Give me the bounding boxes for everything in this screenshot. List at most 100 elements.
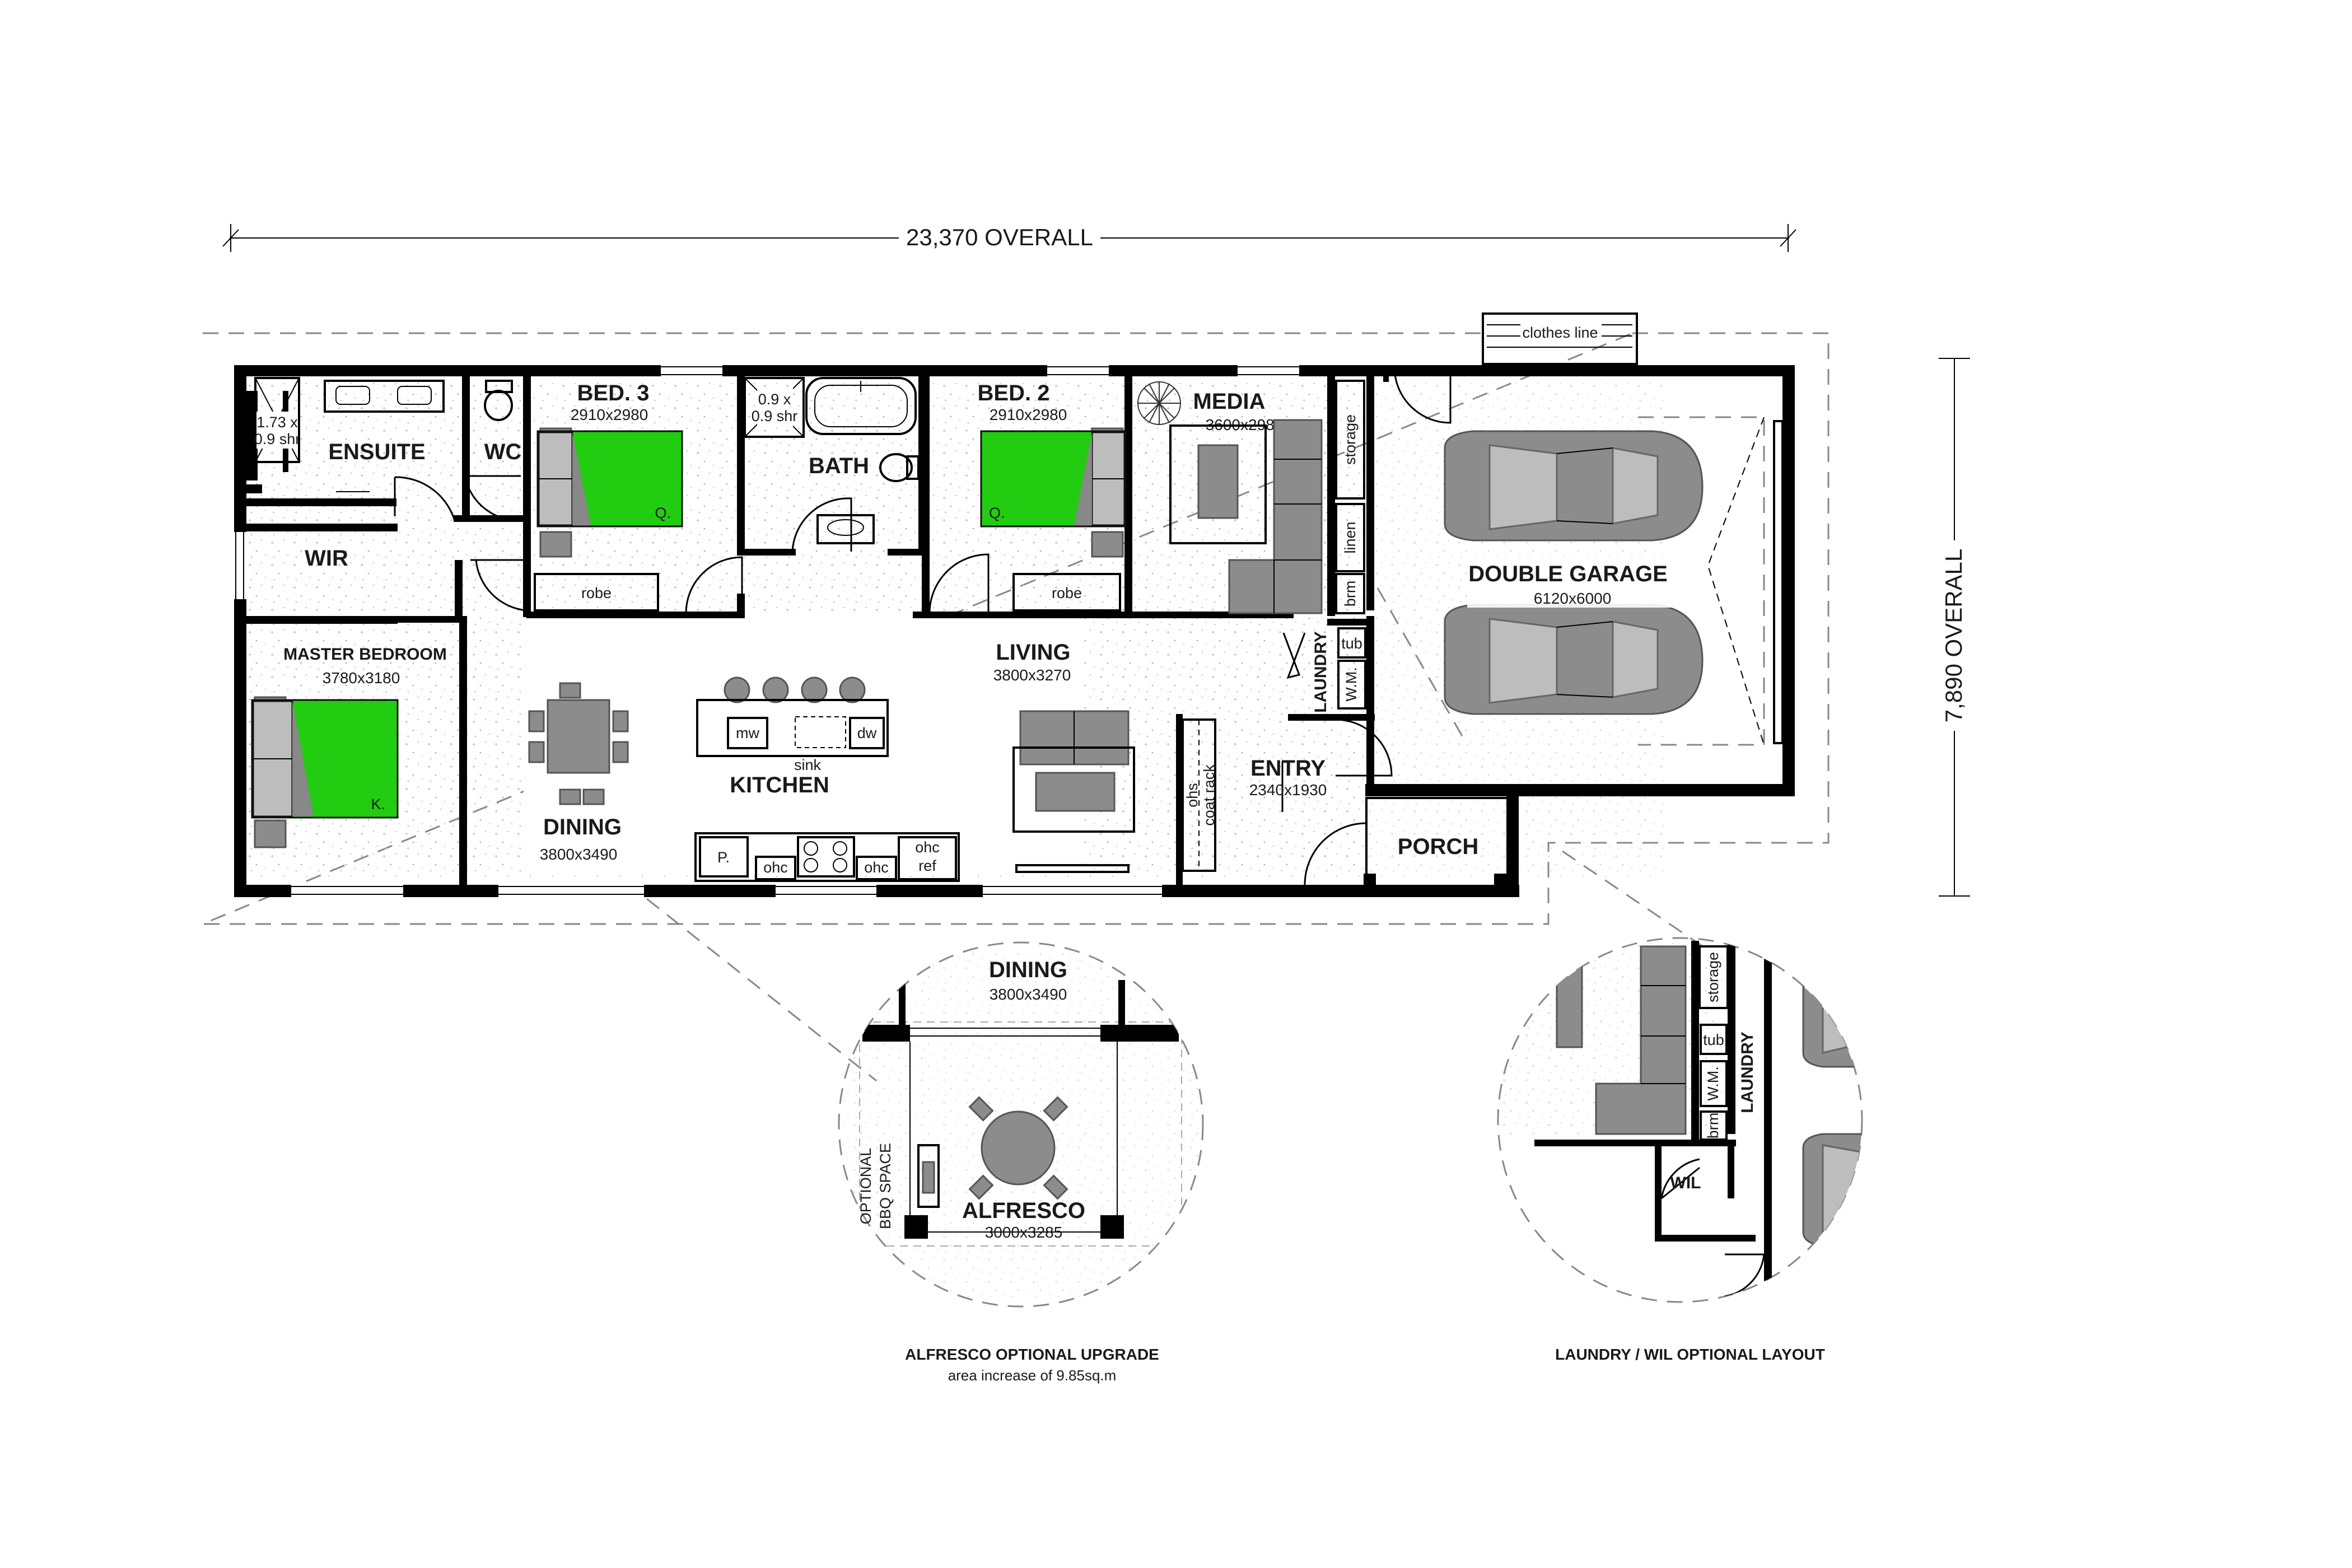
ohc-label: ohc	[763, 859, 788, 876]
robe	[534, 573, 659, 612]
ensuite-shower-2: 0.9 shr	[254, 431, 301, 447]
room-bath: 0.9 x 0.9 shr BATH	[744, 377, 920, 544]
mw-label: mw	[736, 725, 759, 741]
laundry-caption: LAUNDRY / WIL OPTIONAL LAYOUT	[1555, 1346, 1825, 1363]
alfresco-dining-size: 3800x3490	[990, 986, 1067, 1003]
room-garage: clothes line DOUBLE GARAGE 6120x6000	[1376, 312, 1784, 746]
ensuite-shower-1: 1.73 x	[256, 414, 298, 431]
alfresco-size: 3000x3285	[985, 1224, 1063, 1241]
island-bench	[696, 699, 889, 757]
back-bench	[694, 832, 960, 882]
toilet-icon	[879, 453, 913, 482]
detail-tub-label: tub	[1703, 1032, 1724, 1048]
pantry-label: P.	[717, 849, 730, 866]
bed3-label: BED. 3	[577, 381, 650, 405]
room-master: MASTER BEDROOM 3780x3180 K.	[251, 645, 447, 848]
fridge-space	[898, 836, 957, 880]
robe	[1012, 573, 1121, 612]
ohs-label: ohs	[1184, 783, 1201, 808]
wir-label: WIR	[305, 546, 348, 571]
alfresco-label: ALFRESCO	[962, 1198, 1085, 1223]
overall-depth-dimension: 7,890 OVERALL	[1939, 358, 1970, 897]
room-wir: WIR	[305, 546, 348, 571]
dining-size: 3800x3490	[540, 846, 618, 863]
bed2-robe-label: robe	[1052, 585, 1082, 601]
detail-leaders	[646, 850, 1707, 1082]
master-size: 3780x3180	[323, 669, 400, 687]
clothes-line-label: clothes line	[1522, 324, 1598, 341]
dw-label: dw	[857, 725, 877, 741]
ensuite-label: ENSUITE	[328, 440, 425, 464]
detail-storage-label: storage	[1705, 952, 1721, 1002]
alfresco-detail: DINING 3800x3490 OPTIONAL BBQ SPACE ALFR…	[838, 941, 1204, 1384]
vanity	[816, 514, 875, 544]
room-entry: ohs coat rack ENTRY 2340x1930	[1182, 718, 1327, 872]
laundry-label: LAUNDRY	[1312, 631, 1330, 713]
linen-label: linen	[1342, 521, 1359, 553]
rug	[1012, 746, 1135, 833]
dining-table	[547, 699, 610, 774]
rug	[1169, 424, 1267, 544]
room-media: MEDIA 3600x2980	[1137, 381, 1323, 614]
bbq-icon	[917, 1144, 940, 1208]
bed2-label: BED. 2	[978, 381, 1050, 405]
bedside-table	[539, 531, 572, 558]
washing-machine	[1337, 660, 1366, 710]
detail-brm-label: brm	[1705, 1113, 1721, 1139]
coffee-table	[1197, 444, 1239, 519]
interior-walls	[245, 365, 1375, 888]
car-icon	[1444, 430, 1704, 542]
plant-icon	[1137, 381, 1181, 425]
living-label: LIVING	[996, 640, 1070, 665]
bed2-size: 2910x2980	[990, 406, 1067, 423]
round-table	[981, 1110, 1056, 1186]
stool-icon	[724, 676, 750, 703]
room-laundry: storage linen brm LAUNDRY tub W.M.	[1312, 380, 1366, 713]
media-label: MEDIA	[1193, 389, 1266, 414]
bath-shower-2: 0.9 shr	[752, 408, 798, 424]
dining-label: DINING	[543, 815, 622, 839]
ohc2-label: ohc	[864, 859, 889, 876]
detail-laundry-label: LAUNDRY	[1738, 1032, 1757, 1113]
entry-size: 2340x1930	[1249, 781, 1327, 799]
room-living: LIVING 3800x3270	[993, 640, 1135, 873]
overall-depth-label: 7,890 OVERALL	[1940, 549, 1967, 723]
living-size: 3800x3270	[993, 666, 1071, 684]
master-label: MASTER BEDROOM	[283, 645, 447, 664]
car-icon	[1802, 954, 1862, 1068]
wc-label: WC	[484, 440, 522, 464]
room-dining: DINING 3800x3490	[528, 682, 629, 863]
bath-shower-1: 0.9 x	[758, 391, 791, 408]
bbq-label-1: OPTIONAL	[857, 1148, 874, 1225]
alfresco-caption: ALFRESCO OPTIONAL UPGRADE	[905, 1346, 1159, 1363]
tub	[1337, 627, 1366, 659]
brm-label: brm	[1342, 581, 1359, 607]
overall-width-dimension: 23,370 OVERALL	[222, 224, 1796, 252]
stool-icon	[839, 676, 866, 703]
car-icon	[1444, 604, 1704, 715]
car-icon	[1802, 1133, 1862, 1247]
wm-label: W.M.	[1343, 667, 1360, 702]
room-bed3: BED. 3 2910x2980 Q. robe	[534, 381, 683, 612]
tub	[1700, 1024, 1728, 1055]
tub-label: tub	[1341, 635, 1362, 652]
bed3-size: 2910x2980	[571, 406, 648, 423]
clothes-line	[1482, 312, 1638, 365]
bathtub	[805, 377, 917, 435]
bed2-bed-type: Q.	[989, 505, 1005, 521]
room-ensuite: 1.73 x 0.9 shr ENSUITE WC	[254, 377, 522, 492]
room-kitchen: mw dw sink KITCHEN P. ohc ohc ohc ref	[694, 676, 960, 882]
room-bed2: BED. 2 2910x2980 Q. robe	[978, 381, 1127, 612]
master-bed-type: K.	[371, 796, 385, 813]
bed3-bed-type: Q.	[655, 505, 671, 521]
alfresco-dining-label: DINING	[989, 958, 1067, 982]
overall-width-label: 23,370 OVERALL	[906, 224, 1093, 250]
cooktop-icon	[797, 836, 855, 878]
washing-machine	[1700, 1060, 1728, 1107]
bed3-robe-label: robe	[581, 585, 612, 601]
stool-icon	[762, 676, 789, 703]
garage-label: DOUBLE GARAGE	[1468, 562, 1668, 586]
garage-size: 6120x6000	[1534, 590, 1612, 607]
entry-label: ENTRY	[1250, 756, 1326, 781]
